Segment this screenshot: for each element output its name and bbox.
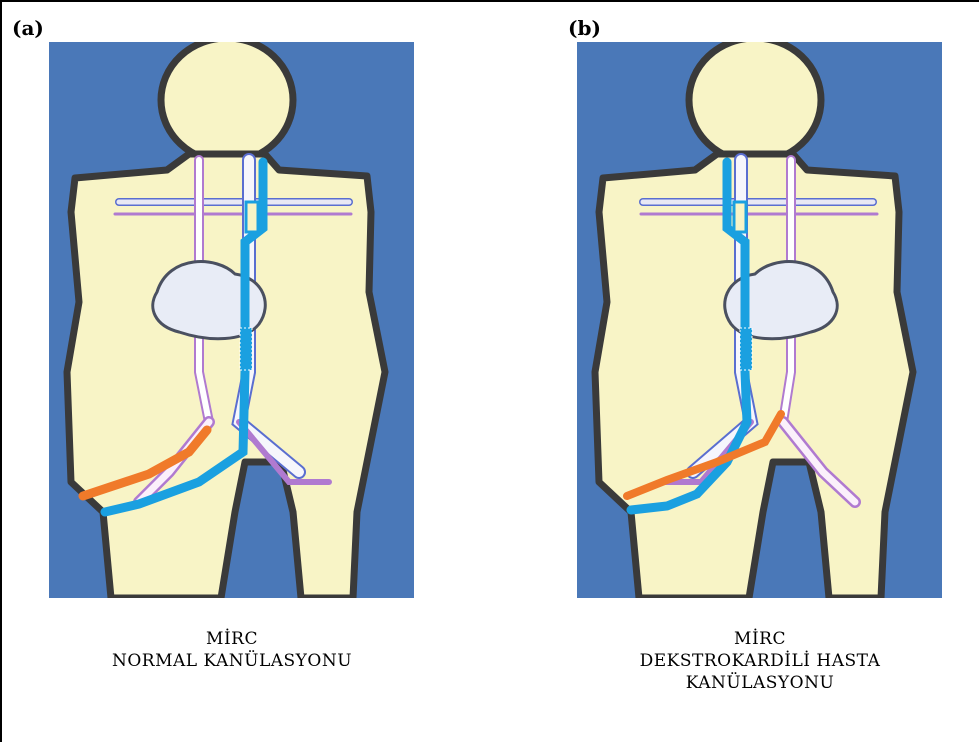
- caption-line: MİRC: [580, 628, 940, 650]
- panel-a-tag: (a): [12, 16, 44, 40]
- cannula-tip-upper: [246, 202, 258, 232]
- panel-b-tag: (b): [568, 16, 601, 40]
- torso: [595, 154, 913, 598]
- cannula-tip-lower: [240, 328, 252, 370]
- caption-line: MİRC: [52, 628, 412, 650]
- frame-left-border: [0, 0, 2, 742]
- cannula-tip-lower: [740, 328, 752, 370]
- panel-b-caption: MİRC DEKSTROKARDİLİ HASTA KANÜLASYONU: [580, 628, 940, 694]
- cannula-tip-upper: [734, 202, 746, 232]
- caption-line: NORMAL KANÜLASYONU: [52, 650, 412, 672]
- panel-a-caption: MİRC NORMAL KANÜLASYONU: [52, 628, 412, 672]
- head: [689, 42, 821, 162]
- caption-line: DEKSTROKARDİLİ HASTA: [580, 650, 940, 672]
- panel-a-illustration: [49, 42, 414, 598]
- panel-b-illustration: [577, 42, 942, 598]
- caption-line: KANÜLASYONU: [580, 672, 940, 694]
- torso: [67, 154, 385, 598]
- head: [161, 42, 293, 162]
- frame-top-border: [0, 0, 979, 2]
